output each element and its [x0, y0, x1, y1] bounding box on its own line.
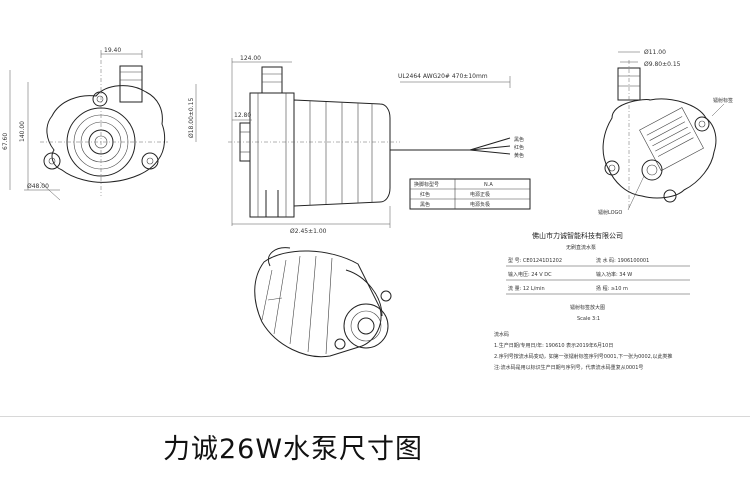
spec-serial: 流 水 码: 1906100001 — [596, 257, 649, 264]
wire-table-header-1: 换脚标型号 — [414, 181, 439, 188]
scale-note: Scale 3:1 — [577, 316, 600, 322]
front-height-dim: 140.00 — [19, 121, 26, 142]
side-top-dim: 124.00 — [240, 55, 261, 62]
side-view: 黑色 红色 黄色 124.00 Ø18.00±0.15 12.80 Ø2.45±… — [188, 55, 524, 235]
rear-dia2-dim: Ø9.80±0.15 — [644, 61, 681, 68]
side-bottom-dim: Ø2.45±1.00 — [290, 228, 327, 235]
front-total-dim: 67.60 — [2, 133, 9, 150]
wire-table-cell: 黑色 — [420, 201, 430, 208]
spec-model: 型 号: CE01241D1202 — [508, 257, 562, 264]
wire-table-cell: 电源正极 — [470, 191, 490, 198]
side-dia-dim: Ø18.00±0.15 — [188, 98, 195, 138]
wire-red-label: 红色 — [514, 144, 524, 151]
front-top-dim: 19.40 — [104, 47, 121, 54]
page-title: 力诚26W水泵尺寸图 — [163, 434, 424, 465]
isometric-view — [254, 247, 392, 358]
pump-drawing: 19.40 140.00 67.60 Ø48.00 黑色 — [2, 47, 733, 371]
spec-head: 扬 程: ≥10 m — [596, 285, 628, 292]
caption-bar: 力诚26W水泵尺寸图 — [0, 416, 750, 482]
side-small-dim: 12.80 — [234, 112, 251, 119]
spec-block: 佛山市力诚智能科技有限公司 无刷直流水泵 型 号: CE01241D1202 流… — [494, 231, 690, 371]
laser-logo-note: 镭射LOGO — [598, 209, 622, 216]
product-name: 无刷直流水泵 — [566, 244, 596, 251]
front-dia-dim: Ø48.00 — [27, 183, 49, 190]
note-line: 1.生产日期/专用日/年: 190610 表示2019年6月10日 — [494, 342, 613, 349]
note-line: 注:流水码是用以标识生产日期与序列号，代表流水码重复从0001号 — [494, 364, 643, 371]
front-view: 19.40 140.00 67.60 Ø48.00 — [2, 47, 168, 201]
rear-view: Ø11.00 Ø9.80±0.15 镭射标签 镭射LOGO — [598, 49, 733, 216]
cable-spec: UL2464 AWG20# 470±10mm — [398, 73, 488, 80]
spec-flow: 流 量: 12 L/min — [508, 285, 545, 292]
note-line: 2.序列号按流水码变动，如第一张镭射标签序列号0001,下一张为0002,以此类… — [494, 353, 672, 360]
company-name: 佛山市力诚智能科技有限公司 — [532, 231, 623, 240]
wire-yellow-label: 黄色 — [514, 152, 524, 159]
wire-table-header-2: N.A — [484, 182, 493, 188]
wire-table-cell: 红色 — [420, 191, 430, 198]
rear-dia1-dim: Ø11.00 — [644, 49, 666, 56]
label-enlarged-title: 镭射标签放大图 — [570, 304, 605, 311]
label-area-note: 镭射标签 — [713, 97, 733, 104]
wire-table: 换脚标型号 N.A 红色 电源正极 黑色 电源负极 — [409, 178, 531, 210]
spec-power: 输入功率: 34 W — [596, 271, 632, 278]
spec-voltage: 输入电压: 24 V DC — [508, 271, 552, 278]
notes-title: 流水码 — [494, 331, 509, 338]
wire-table-cell: 电源负极 — [470, 201, 490, 208]
wire-black-label: 黑色 — [514, 136, 524, 143]
